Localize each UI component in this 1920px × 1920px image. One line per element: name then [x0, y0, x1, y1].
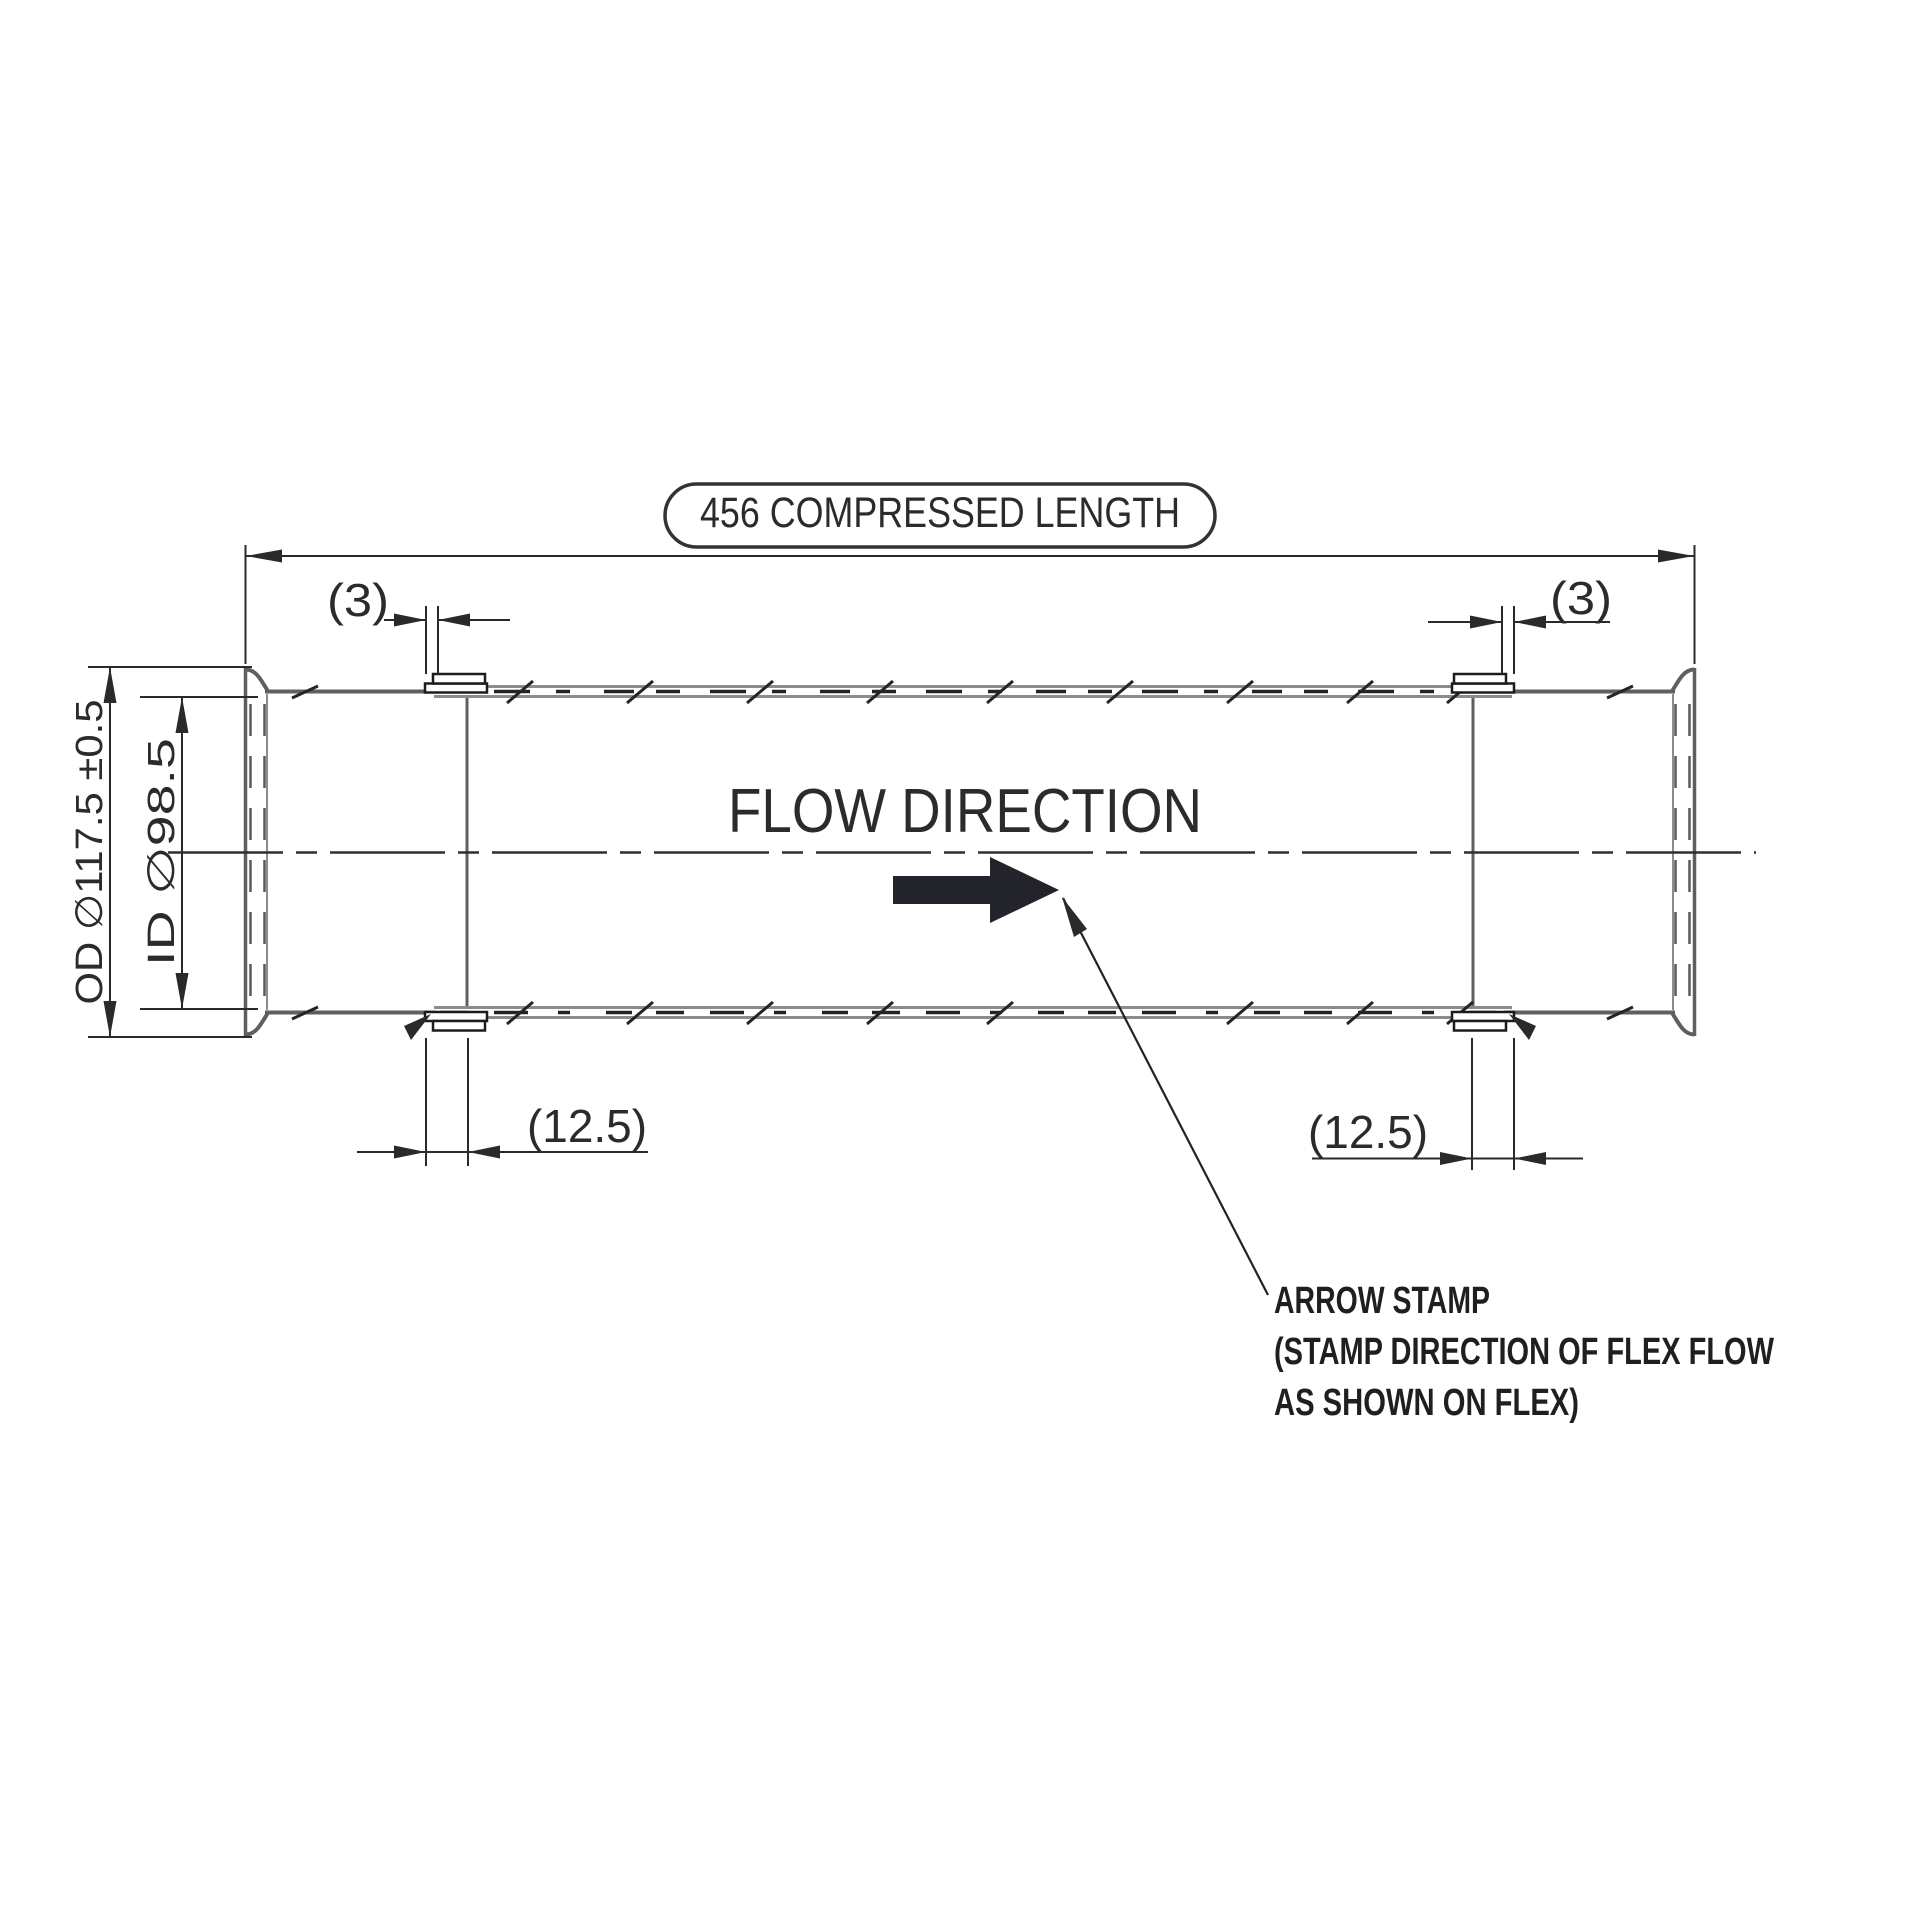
- note-leader-line: [1062, 897, 1269, 1296]
- note-line-2: (STAMP DIRECTION OF FLEX FLOW: [1274, 1331, 1774, 1373]
- arrow-stamp-note: ARROW STAMP (STAMP DIRECTION OF FLEX FLO…: [1062, 897, 1774, 1424]
- liner-left-label: (12.5): [527, 1100, 647, 1152]
- dim-compressed-length: 456 COMPRESSED LENGTH: [244, 482, 1696, 664]
- tab-top-right-inner: [1452, 672, 1508, 685]
- seam-left-arrow-2: [438, 613, 470, 627]
- seam-left-label: (3): [327, 574, 389, 626]
- flow-arrow-icon: [893, 857, 1059, 923]
- liner-right-arrow-1: [1440, 1152, 1472, 1165]
- id-arrow-top: [175, 697, 189, 733]
- note-line-3: AS SHOWN ON FLEX): [1274, 1382, 1579, 1424]
- liner-left-arrow-1: [394, 1145, 426, 1159]
- id-arrow-bottom: [175, 973, 189, 1009]
- pipe-body: [243, 667, 1697, 1040]
- od-arrow-top: [103, 667, 117, 703]
- note-leader-arrowhead: [1062, 897, 1087, 937]
- tab-top-left-outer: [423, 682, 489, 694]
- flow-direction-label: FLOW DIRECTION: [728, 777, 1202, 846]
- dim-arrow-right: [1658, 549, 1694, 563]
- tab-top-left-inner: [431, 672, 487, 685]
- tab-pointer-arrow-right: [1509, 1014, 1536, 1040]
- seam-right-label: (3): [1550, 572, 1612, 624]
- id-label: ID ∅98.5: [141, 738, 183, 966]
- tab-bottom-left-outer: [423, 1010, 489, 1023]
- liner-right-label: (12.5): [1308, 1106, 1428, 1158]
- tab-top-right-outer: [1450, 682, 1516, 694]
- length-balloon-label: 456 COMPRESSED LENGTH: [700, 489, 1180, 537]
- dim-seam-left: (3): [327, 574, 510, 674]
- tab-bottom-left-inner: [431, 1019, 487, 1032]
- left-bell-bottom: [245, 1012, 270, 1037]
- dim-liner-right: (12.5): [1308, 1038, 1583, 1170]
- seam-right-arrow-2: [1514, 615, 1546, 629]
- od-arrow-bottom: [103, 1001, 117, 1037]
- right-bell-bottom: [1670, 1012, 1695, 1037]
- tab-bottom-right-outer: [1450, 1010, 1516, 1023]
- note-line-1: ARROW STAMP: [1274, 1280, 1490, 1322]
- length-balloon: [663, 482, 1217, 549]
- seam-right-arrow-1: [1470, 615, 1502, 629]
- od-label: OD ∅117.5 ±0.5: [69, 700, 111, 1005]
- liner-left-arrow-2: [468, 1145, 500, 1159]
- seam-left-arrow-1: [394, 613, 426, 627]
- liner-right-arrow-2: [1514, 1152, 1546, 1165]
- dim-arrow-left: [246, 549, 282, 563]
- dim-id: ID ∅98.5: [140, 696, 258, 1010]
- flow-arrow: [893, 857, 1059, 923]
- dim-liner-left: (12.5): [357, 1038, 648, 1166]
- dim-seam-right: (3): [1428, 572, 1612, 674]
- tab-pointer-arrow-left: [404, 1014, 431, 1040]
- dim-od: OD ∅117.5 ±0.5: [69, 666, 252, 1038]
- left-bell-top: [245, 667, 270, 692]
- flow-direction-text: FLOW DIRECTION: [728, 777, 1202, 846]
- right-bell-top: [1670, 667, 1695, 692]
- tab-bottom-right-inner: [1452, 1019, 1508, 1032]
